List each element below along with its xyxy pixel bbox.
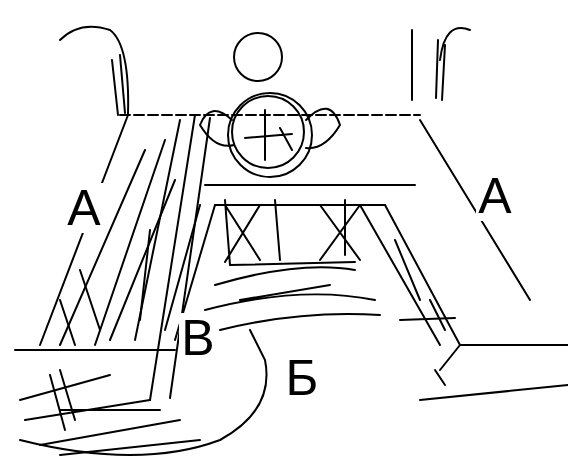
part-letter: Б (284, 353, 321, 403)
part-letter: A (476, 171, 513, 221)
part-letter: B (179, 313, 216, 363)
part-letter: A (65, 183, 102, 233)
